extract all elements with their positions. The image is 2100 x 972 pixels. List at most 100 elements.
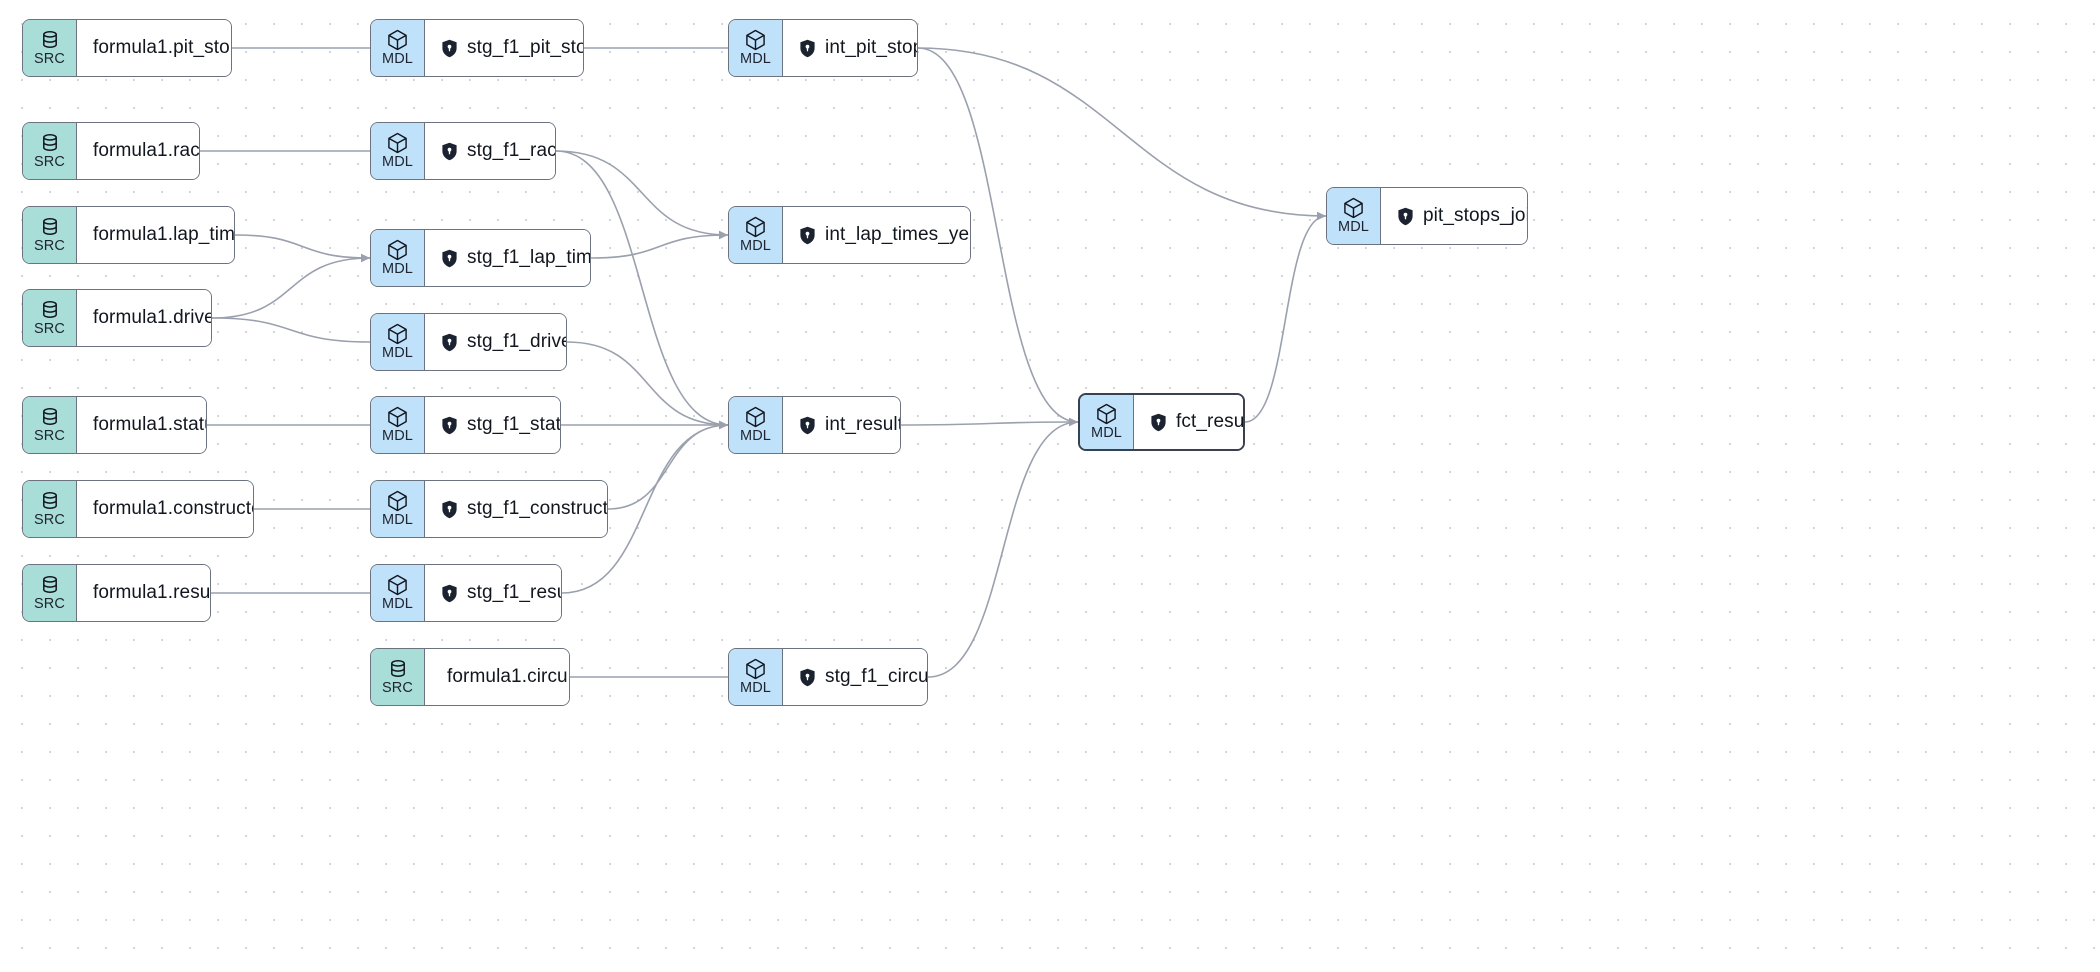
graph-node-src_drivers[interactable]: SRC formula1.drivers [22, 289, 212, 347]
shield-lock-icon [1150, 413, 1167, 432]
database-icon [40, 300, 60, 321]
model-type-badge: MDL [371, 314, 425, 370]
source-type-badge: SRC [23, 20, 77, 76]
graph-node-src_lap_times[interactable]: SRC formula1.lap_times [22, 206, 235, 264]
node-type-label: SRC [34, 237, 65, 254]
cube-icon [1096, 403, 1117, 425]
model-type-badge: MDL [371, 565, 425, 621]
edge-arrowhead [719, 420, 728, 430]
graph-node-int_pit_stops[interactable]: MDL int_pit_stops [728, 19, 918, 77]
edge-arrowhead [719, 420, 728, 430]
node-body: formula1.drivers [77, 290, 211, 346]
node-body: formula1.results [77, 565, 211, 621]
shield-lock-icon [799, 226, 816, 245]
edge-arrowhead [1069, 417, 1078, 427]
node-label: formula1.drivers [93, 307, 211, 328]
node-body: stg_f1_circuits [783, 649, 927, 705]
cube-icon [387, 574, 408, 596]
shield-lock-icon [441, 584, 458, 603]
cube-icon [1343, 197, 1364, 219]
node-label: stg_f1_constructors [467, 498, 608, 519]
node-label: formula1.lap_times [93, 224, 235, 245]
node-type-label: MDL [382, 596, 413, 612]
edge-stg_races-to-int_results [555, 150, 729, 426]
node-label: formula1.results [93, 582, 211, 603]
edge-arrowhead [719, 420, 728, 430]
graph-node-src_circuits[interactable]: SRC formula1.circuits [370, 648, 570, 706]
node-type-label: SRC [34, 511, 65, 528]
database-icon [40, 30, 60, 51]
node-body: stg_f1_races [425, 123, 555, 179]
node-label: stg_f1_pit_stops [467, 37, 583, 58]
source-type-badge: SRC [23, 397, 77, 453]
model-type-badge: MDL [729, 20, 783, 76]
node-type-label: SRC [34, 595, 65, 612]
source-type-badge: SRC [371, 649, 425, 705]
node-type-label: MDL [382, 428, 413, 444]
node-body: int_pit_stops [783, 20, 917, 76]
shield-lock-icon [799, 668, 816, 687]
edge-stg_constructors-to-int_results [607, 424, 729, 510]
node-body: int_lap_times_years [783, 207, 970, 263]
node-body: stg_f1_constructors [425, 481, 608, 537]
node-label: formula1.circuits [447, 666, 569, 687]
node-body: formula1.circuits [425, 649, 569, 705]
model-type-badge: MDL [729, 397, 783, 453]
model-type-badge: MDL [371, 20, 425, 76]
shield-lock-icon [441, 249, 458, 268]
source-type-badge: SRC [23, 290, 77, 346]
node-body: fct_results [1134, 395, 1245, 449]
edge-arrowhead [361, 253, 370, 263]
node-label: fct_results [1176, 411, 1245, 432]
shield-lock-icon [441, 142, 458, 161]
node-body: stg_f1_results [425, 565, 561, 621]
edge-int_pit_stops-to-pit_stops_joined [917, 47, 1327, 217]
cube-icon [745, 658, 766, 680]
edge-int_results-to-fct_results [900, 421, 1079, 426]
edge-arrowhead [719, 230, 728, 240]
edge-arrowhead [361, 253, 370, 263]
edge-stg_drivers-to-int_results [566, 341, 729, 426]
node-label: formula1.constructors [93, 498, 253, 519]
edge-src_drivers-to-stg_lap_times [211, 257, 371, 319]
node-label: int_pit_stops [825, 37, 917, 58]
graph-node-src_results[interactable]: SRC formula1.results [22, 564, 211, 622]
cube-icon [745, 406, 766, 428]
database-icon [40, 217, 60, 238]
shield-lock-icon [441, 500, 458, 519]
node-body: formula1.pit_stops [77, 20, 231, 76]
edge-stg_races-to-int_lap_times_years [555, 150, 729, 236]
database-icon [40, 491, 60, 512]
shield-lock-icon [441, 39, 458, 58]
edge-stg_circuits-to-fct_results [927, 421, 1079, 678]
edge-arrowhead [719, 420, 728, 430]
node-label: formula1.races [93, 140, 200, 161]
node-type-label: MDL [382, 154, 413, 170]
shield-lock-icon [441, 416, 458, 435]
graph-node-stg_pit_stops[interactable]: MDL stg_f1_pit_stops [370, 19, 584, 77]
node-type-label: MDL [382, 345, 413, 361]
model-type-badge: MDL [371, 123, 425, 179]
node-body: formula1.lap_times [77, 207, 235, 263]
shield-lock-icon [799, 39, 816, 58]
node-body: formula1.races [77, 123, 200, 179]
edge-arrowhead [719, 230, 728, 240]
node-body: formula1.constructors [77, 481, 253, 537]
graph-node-src_constructors[interactable]: SRC formula1.constructors [22, 480, 254, 538]
cube-icon [387, 406, 408, 428]
graph-node-stg_results[interactable]: MDL stg_f1_results [370, 564, 562, 622]
graph-node-stg_races[interactable]: MDL stg_f1_races [370, 122, 556, 180]
